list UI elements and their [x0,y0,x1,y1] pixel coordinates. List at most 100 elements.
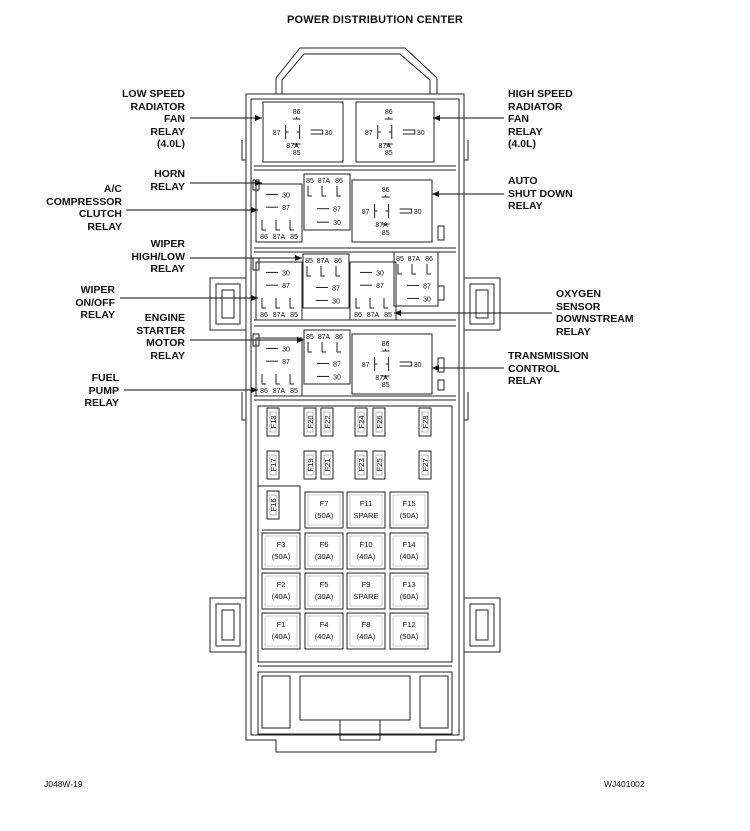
maxi-fuse-inner [307,615,341,647]
pin-86-label: 86 [385,109,393,116]
maxi-fuse-inner [349,494,383,526]
callout-line: A/C [103,183,122,195]
pin-87a-label: 87A [286,143,299,150]
pin-87a-label: 87A [367,312,380,319]
mini-fuse-body [357,454,365,476]
maxi-fuse-id: F10 [359,540,372,549]
callout-line: RADIATOR [508,100,563,113]
callout-line: MOTOR [146,337,185,349]
callout-line: CONTROL [508,362,560,375]
pin-87-label: 87 [332,285,340,292]
maxi-fuse-inner [349,535,383,567]
terminal-87a [388,125,393,139]
pin-87-label: 87 [362,362,370,369]
maxi-fuse-outline [304,532,344,570]
blade-terminal [336,186,341,197]
terminal-86 [381,349,390,352]
pin-30-label: 30 [423,296,431,303]
callout-line: RELAY [556,325,591,338]
maxi-fuse-rating: (50A) [315,511,334,520]
pin-85-label: 85 [396,256,404,263]
blade-terminal [275,298,280,309]
maxi-fuse-outline [346,612,386,650]
pin-85-label: 85 [306,178,314,185]
pin-30-label: 30 [282,346,290,353]
blade-terminal [261,220,266,231]
blade-terminal [261,298,266,309]
callout-line: RELAY [84,397,119,409]
blade-terminal [307,186,312,197]
relay-outline [302,253,350,309]
relay-outline [262,101,344,163]
callout-transmission-control-relay: TRANSMISSION CONTROL RELAY [508,350,589,388]
pin-87-label: 87 [423,283,431,290]
pin-87-label: 87 [376,283,384,290]
pin-86-label: 86 [425,256,433,263]
leader-layer [120,115,552,393]
maxi-fuse-f1: F1(40A) [261,612,301,650]
mini-fuse-body [375,411,383,433]
pin-85-label: 85 [306,334,314,341]
pin-30-label: 30 [325,130,333,137]
callout-line: AUTO [508,175,538,187]
maxi-fuse-outline [389,612,429,650]
blade-terminal [321,186,326,197]
mini-fuse-f20: F20 [303,407,317,437]
relay-outline [255,261,303,321]
maxi-fuse-id: F4 [320,620,329,629]
pin-30-label: 30 [333,220,341,227]
blade-terminal [411,264,416,275]
callout-line: FUEL [91,372,119,384]
mini-fuse-body [306,411,314,433]
mini-fuse-f22: F22 [320,407,334,437]
mini-fuse-body [323,411,331,433]
maxi-fuse-f15: F15(50A) [389,491,429,529]
callout-line: OXYGEN [556,288,601,300]
maxi-fuse-id: F9 [362,580,371,589]
pin-30-label: 30 [376,270,384,277]
mini-fuse-f23: F23 [354,450,368,480]
pin-30-label: 30 [332,298,340,305]
maxi-fuse-inner [264,535,298,567]
callout-line: COMPRESSOR [46,195,122,208]
pin-30-label: 30 [414,209,422,216]
mini-fuse-f19: F19 [303,450,317,480]
callout-line: RADIATOR [130,100,185,113]
maxi-fuse-outline [304,572,344,610]
maxi-fuse-inner [349,615,383,647]
callout-high-speed-fan-relay: HIGH SPEED RADIATOR FAN RELAY (4.0L) [508,88,573,151]
pin-87-label: 87 [362,209,370,216]
terminal-85 [292,143,301,146]
callout-line: ENGINE [144,312,185,324]
maxi-fuse-rating: (50A) [400,632,419,641]
callout-line: RELAY [150,125,185,138]
callout-line: FAN [508,113,529,125]
pin-85-label: 85 [382,382,390,389]
pin-86-label: 86 [335,178,343,185]
mini-fuse-label: F20 [306,415,315,428]
maxi-fuse-id: F1 [277,620,286,629]
blade-terminal [261,374,266,385]
latch-tab [437,225,445,241]
callout-line: (4.0L) [156,138,185,150]
mini-fuse-f17: F17 [266,450,280,480]
pin-87-label: 87 [282,283,290,290]
pin-85-label: 85 [305,258,313,265]
maxi-fuse-id: F14 [402,540,415,549]
maxi-fuse-f7: F7(50A) [304,491,344,529]
callout-line: HIGH SPEED [508,88,573,100]
pin-86-label: 86 [260,234,268,241]
relay-outline [355,101,435,163]
mini-fuse-f21: F21 [320,450,334,480]
pin-86-label: 86 [293,109,301,116]
blade-terminal [275,374,280,385]
maxi-fuse-outline [346,572,386,610]
maxi-fuse-outline [304,612,344,650]
maxi-fuse-outline [389,572,429,610]
terminal-85 [381,223,390,226]
